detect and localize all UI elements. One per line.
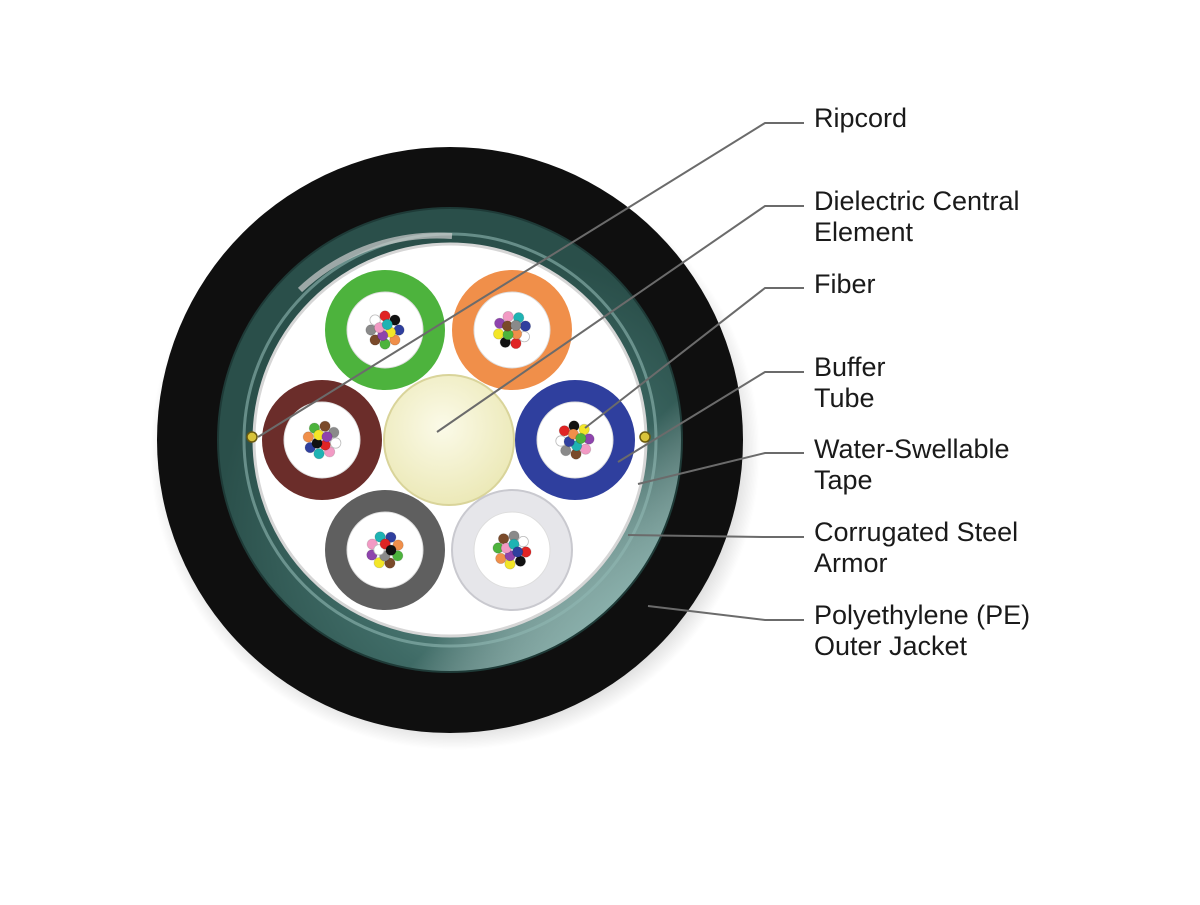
- label-line: Buffer: [814, 352, 886, 382]
- label-line: Element: [814, 217, 914, 247]
- armor-edge: [217, 207, 683, 673]
- buffer-tube-gel: [473, 511, 551, 589]
- leader-line-ripcord: [257, 122, 804, 438]
- buffer-tube-white: [451, 489, 573, 611]
- fiber: [313, 448, 325, 460]
- fiber: [519, 320, 532, 332]
- fiber: [510, 337, 522, 349]
- ripcord-left: [246, 431, 258, 443]
- fiber: [497, 533, 510, 545]
- buffer-tube-gray: [325, 490, 445, 610]
- buffer-tube-gel: [283, 401, 361, 479]
- label-line: Tape: [814, 465, 873, 495]
- label-line: Corrugated Steel: [814, 517, 1019, 547]
- leader-line-buffer-tube: [617, 371, 804, 463]
- leader-line-corrugated-steel-armor: [627, 534, 804, 538]
- leader-lines-group: [257, 122, 804, 621]
- fiber: [514, 555, 527, 567]
- label-line: Polyethylene (PE): [814, 600, 1031, 630]
- fiber: [385, 544, 397, 556]
- label-line: Fiber: [814, 269, 876, 299]
- label-line: Ripcord: [814, 103, 908, 133]
- dielectric-central-element: [383, 374, 515, 506]
- fiber: [302, 431, 314, 443]
- label-ripcord: Ripcord: [814, 103, 907, 134]
- label-polyethylene-outer-jacket: Polyethylene (PE)Outer Jacket: [814, 600, 1030, 662]
- fiber: [319, 420, 331, 432]
- buffer-tube-brown: [262, 380, 382, 500]
- fiber: [575, 432, 587, 444]
- buffer-tube-gel: [473, 291, 551, 369]
- buffer-tube-blue: [515, 380, 635, 500]
- leader-line-dielectric-central-element: [436, 205, 804, 433]
- label-line: Tube: [814, 383, 875, 413]
- label-fiber: Fiber: [814, 269, 876, 300]
- leader-line-polyethylene-outer-jacket: [647, 605, 804, 621]
- buffer-tube-green: [325, 270, 445, 390]
- fiber: [381, 318, 393, 331]
- fiber: [502, 310, 514, 323]
- tape-overlap: [297, 232, 453, 293]
- fiber: [321, 431, 333, 443]
- label-line: Water-Swellable: [814, 434, 1010, 464]
- leader-line-water-swellable-tape: [637, 452, 804, 485]
- buffer-tube-orange: [452, 270, 572, 390]
- ripcord-right: [639, 431, 651, 443]
- fiber: [517, 535, 529, 548]
- fiber: [330, 437, 342, 449]
- label-line: Dielectric Central: [814, 186, 1020, 216]
- fiber: [495, 552, 507, 565]
- buffer-tube-gel: [536, 401, 614, 479]
- buffer-tube-gel: [346, 291, 424, 369]
- buffer-tube-gel: [346, 511, 424, 589]
- fiber: [512, 546, 524, 558]
- fiber: [492, 328, 505, 340]
- fiber: [510, 319, 522, 331]
- leader-line-fiber: [584, 287, 804, 429]
- label-line: Armor: [814, 548, 888, 578]
- label-line: Outer Jacket: [814, 631, 968, 661]
